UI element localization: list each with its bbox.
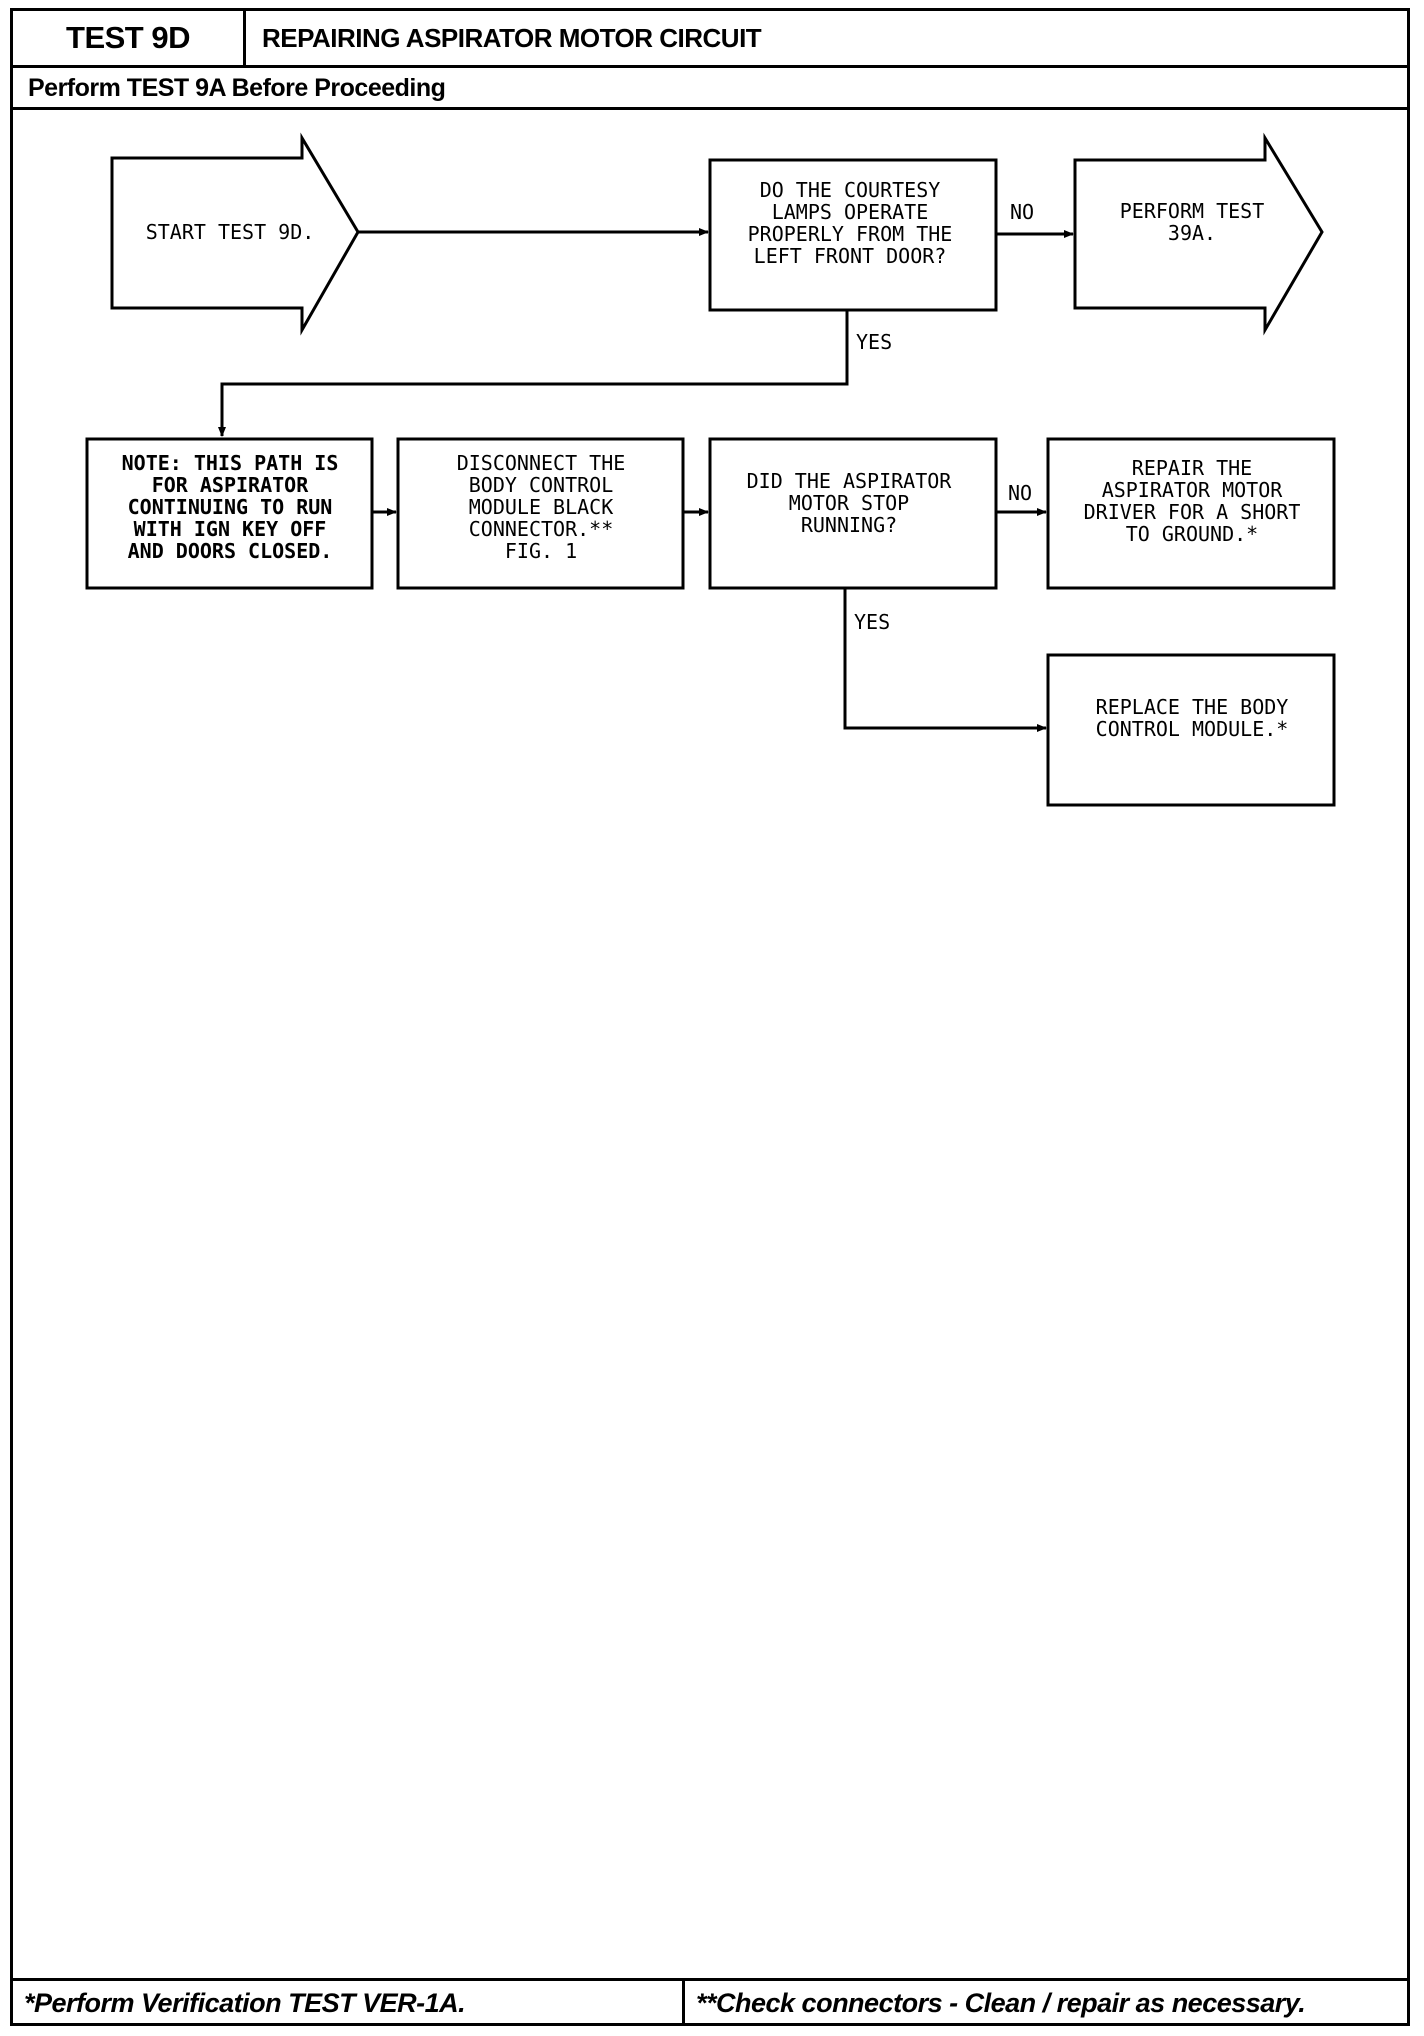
note-text-line: NOTE: THIS PATH IS <box>122 451 339 475</box>
note-text-line: FOR ASPIRATOR <box>152 473 309 497</box>
q1-text-line: LAMPS OPERATE <box>772 200 929 224</box>
start-node: START TEST 9D. <box>110 132 360 336</box>
note-text-line: WITH IGN KEY OFF <box>134 517 327 541</box>
footer-connector-note: **Check connectors - Clean / repair as n… <box>696 1987 1306 2018</box>
repair-text-line: DRIVER FOR A SHORT <box>1084 500 1301 524</box>
start-text-line: START TEST 9D. <box>146 220 315 244</box>
disconnect-text-line: BODY CONTROL <box>469 473 614 497</box>
perform-39a-text-line: 39A. <box>1168 221 1216 245</box>
disconnect-text-line: DISCONNECT THE <box>457 451 626 475</box>
repair-text-line: REPAIR THE <box>1132 456 1252 480</box>
q2-text-line: DID THE ASPIRATOR <box>747 469 953 493</box>
q1-text-line: PROPERLY FROM THE <box>748 222 953 246</box>
header-divider <box>10 65 1410 68</box>
disconnect-text-line: MODULE BLACK <box>469 495 614 519</box>
disconnect-text-line: FIG. 1 <box>505 539 577 563</box>
connector-q2-yes <box>843 588 1047 732</box>
note-text-line: AND DOORS CLOSED. <box>128 539 333 563</box>
replace-text-line: CONTROL MODULE.* <box>1096 717 1289 741</box>
footer-verification-note: *Perform Verification TEST VER-1A. <box>24 1987 466 2018</box>
q1-text-line: LEFT FRONT DOOR? <box>754 244 947 268</box>
q1-yes-label: YES <box>856 330 892 354</box>
q1-text-line: DO THE COURTESY <box>760 178 941 202</box>
repair-text-line: TO GROUND.* <box>1126 522 1258 546</box>
connector-q1-yes <box>218 310 849 437</box>
q2-yes-label: YES <box>854 610 890 634</box>
disconnect-text-line: CONNECTOR.** <box>469 517 614 541</box>
header-divider-bottom <box>10 107 1410 110</box>
q2-text-line: MOTOR STOP <box>789 491 909 515</box>
footer-divider <box>10 1978 1410 1981</box>
start-text: START TEST 9D. <box>146 220 315 244</box>
q2-text-line: RUNNING? <box>801 513 897 537</box>
page-title: REPAIRING ASPIRATOR MOTOR CIRCUIT <box>262 22 762 53</box>
page-frame <box>10 8 1410 2026</box>
replace-text-line: REPLACE THE BODY <box>1096 695 1289 719</box>
perform-39a-text-line: PERFORM TEST <box>1120 199 1265 223</box>
prerequisite-note: Perform TEST 9A Before Proceeding <box>28 73 446 102</box>
q2-no-label: NO <box>1008 481 1032 505</box>
footer-column-divider <box>682 1978 685 2026</box>
q1-no-label: NO <box>1010 200 1034 224</box>
repair-text-line: ASPIRATOR MOTOR <box>1102 478 1284 502</box>
note-text-line: CONTINUING TO RUN <box>128 495 333 519</box>
